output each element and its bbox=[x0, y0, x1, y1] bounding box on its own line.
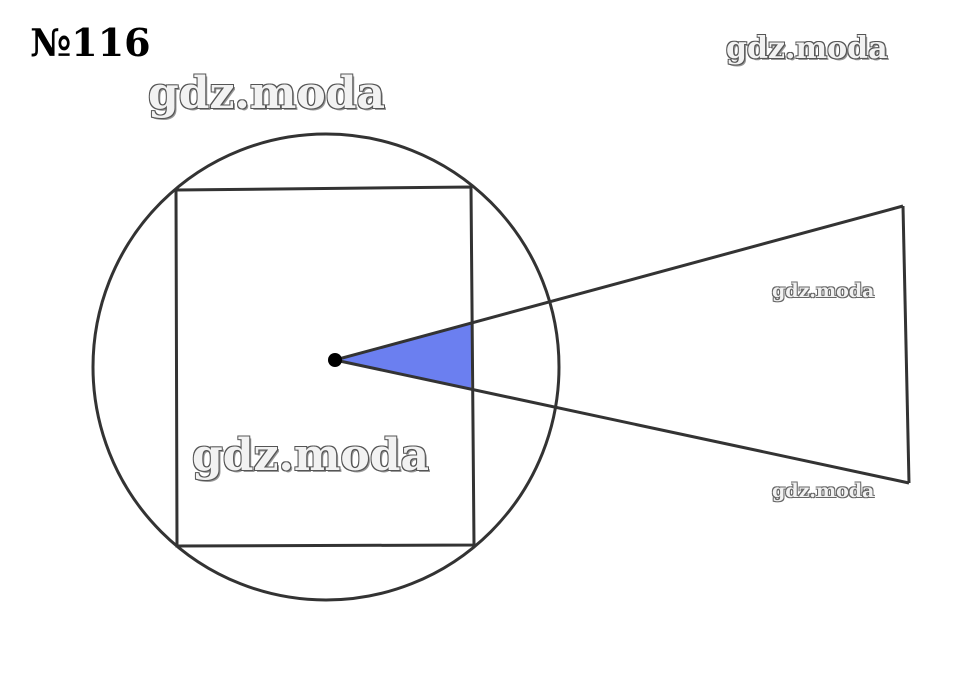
watermark: gdz.moda bbox=[772, 480, 875, 502]
watermark: gdz.moda bbox=[772, 280, 875, 302]
watermark: gdz.moda bbox=[148, 68, 386, 119]
angle-ray-lower bbox=[334, 358, 910, 485]
shaded-angle-region bbox=[335, 323, 471, 389]
watermark: gdz.moda bbox=[726, 31, 888, 66]
inscribed-square bbox=[174, 185, 476, 548]
angle-ray-upper bbox=[334, 204, 904, 362]
problem-number: №116 bbox=[30, 20, 151, 65]
center-point bbox=[328, 353, 342, 367]
watermark: gdz.moda bbox=[192, 430, 430, 481]
triangle-closing-side bbox=[901, 205, 911, 484]
circle bbox=[91, 132, 561, 602]
